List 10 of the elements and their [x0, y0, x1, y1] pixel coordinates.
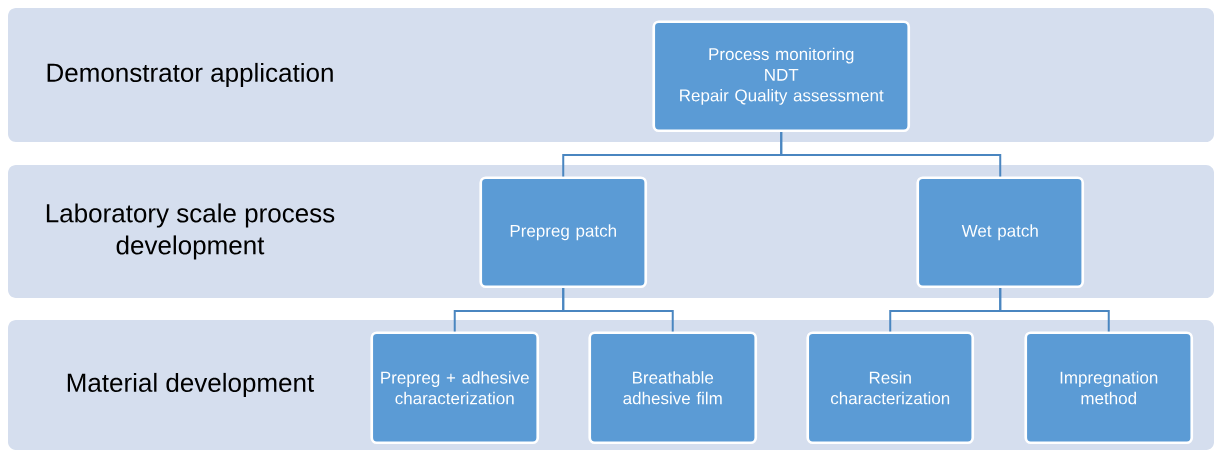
process-box: Prepreg + adhesive characterization [370, 331, 540, 445]
connector [999, 287, 1110, 333]
process-box: Process monitoring NDT Repair Quality assessment [652, 20, 911, 133]
process-box: Prepreg patch [479, 176, 648, 289]
connector [780, 131, 1002, 178]
process-box: Wet patch [916, 176, 1085, 289]
process-box: Resin characterization [806, 331, 975, 445]
connector [562, 287, 674, 333]
process-box: Breathable adhesive film [588, 331, 758, 445]
process-box: Impregnation method [1024, 331, 1194, 445]
